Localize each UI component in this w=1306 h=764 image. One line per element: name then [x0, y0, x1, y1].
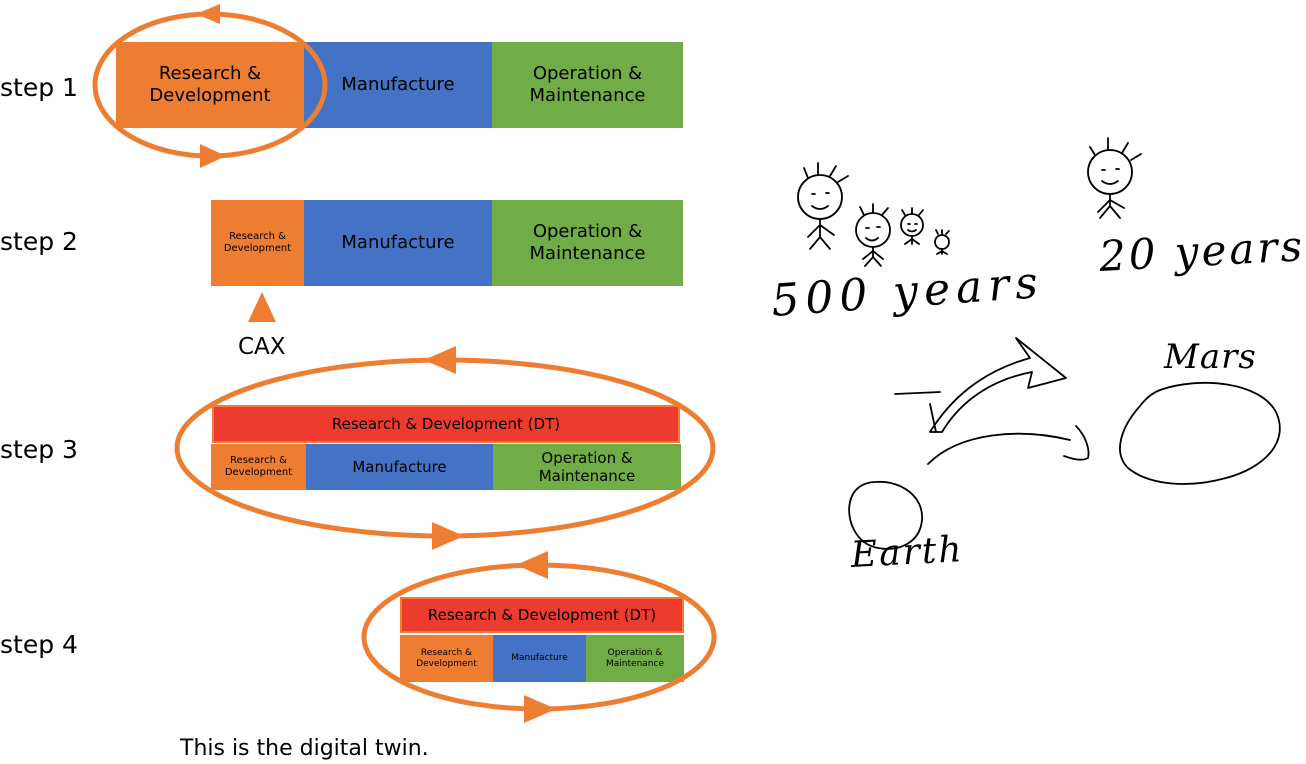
step1-operation-maintenance: Operation & Maintenance — [492, 42, 683, 128]
step1-loop-arrow-top — [196, 4, 220, 24]
step3-manufacture: Manufacture — [306, 444, 493, 490]
step4-loop-arrow-top — [516, 551, 548, 579]
mars-planet-icon — [1119, 381, 1281, 485]
stick-figure-small-icon — [900, 207, 924, 245]
step3-operation-maintenance: Operation & Maintenance — [493, 444, 681, 490]
step4-research-development: Research & Development — [400, 635, 493, 682]
step2-operation-maintenance: Operation & Maintenance — [492, 200, 683, 286]
step3-rd-digital-twin: Research & Development (DT) — [212, 405, 680, 443]
step4-label: step 4 — [0, 630, 78, 659]
label-mars: Mars — [1164, 337, 1257, 377]
arrow-to-mars-upper-icon — [929, 337, 1067, 433]
step2-research-development: Research & Development — [211, 200, 304, 286]
arrow-to-mars-lower-icon — [927, 425, 1090, 465]
step2-manufacture: Manufacture — [304, 200, 492, 286]
stick-figure-tiny-icon — [934, 229, 950, 255]
cax-label: CAX — [238, 334, 286, 360]
step4-operation-maintenance: Operation & Maintenance — [586, 635, 684, 682]
step1-loop-arrow-bottom — [200, 144, 226, 168]
stick-figure-large-icon — [797, 162, 849, 250]
step4-manufacture: Manufacture — [493, 635, 586, 682]
cax-pointer-triangle — [248, 292, 276, 322]
step3-research-development: Research & Development — [211, 444, 306, 490]
label-earth: Earth — [849, 529, 965, 576]
step1-manufacture: Manufacture — [304, 42, 492, 128]
caption: This is the digital twin. — [180, 736, 429, 761]
step2-label: step 2 — [0, 227, 78, 256]
step1-label: step 1 — [0, 73, 78, 102]
earth-planet-icon — [848, 481, 923, 550]
label-20-years: 20 years — [1097, 221, 1306, 281]
step4-rd-digital-twin: Research & Development (DT) — [400, 597, 684, 633]
stick-figure-single-icon — [1087, 137, 1142, 219]
step1-research-development: Research & Development — [116, 42, 304, 128]
step3-label: step 3 — [0, 435, 78, 464]
arrow-return-stub-icon — [894, 391, 941, 433]
step3-loop-arrow-top — [424, 346, 456, 374]
step3-loop-arrow-bottom — [432, 522, 464, 550]
stick-figure-medium-icon — [855, 203, 891, 267]
step4-loop-arrow-bottom — [524, 695, 556, 723]
